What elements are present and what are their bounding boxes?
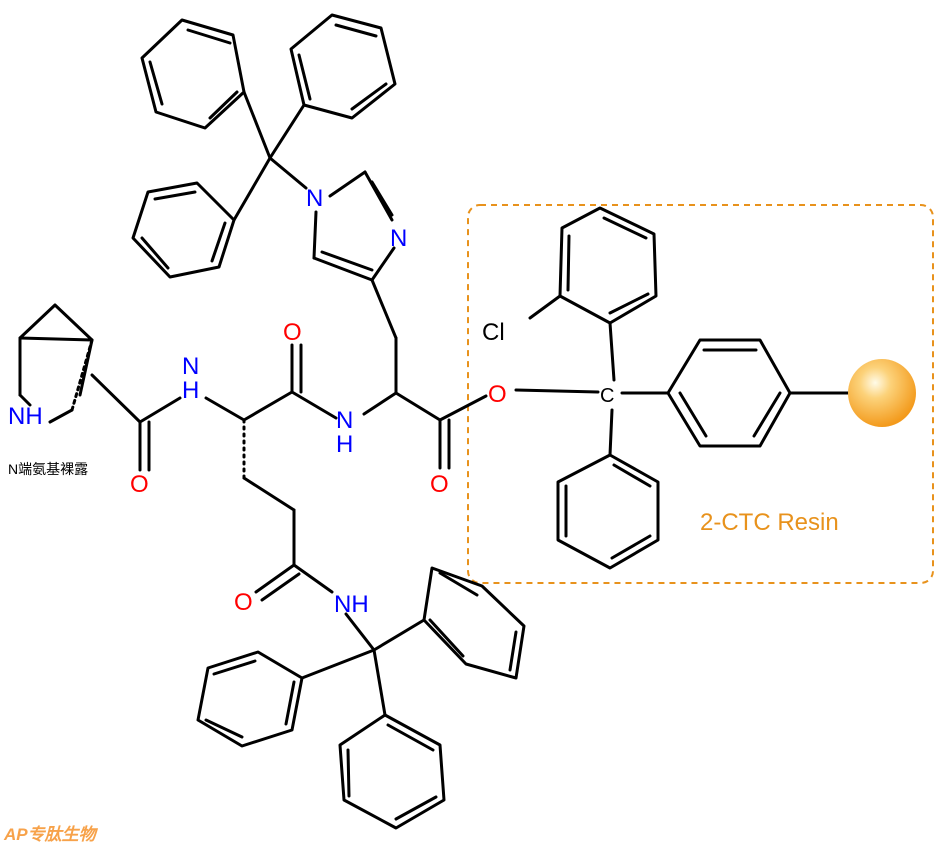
atom-o-side-carbonyl: O [234,589,253,616]
trityl-group-top [131,13,397,279]
atom-n-imidazole: N [390,225,407,252]
atom-cl: Cl [482,319,505,346]
watermark: AP专肽生物 [3,825,99,844]
atom-n-amide-2: N [336,407,353,434]
resin-box [467,204,934,584]
peptide-backbone [204,336,488,652]
atom-c-center: C [600,385,614,407]
resin-label: 2-CTC Resin [700,509,839,536]
atom-o-proline-carbonyl: O [130,471,149,498]
atom-n-trityl: N [306,185,323,212]
atom-o-his-carbonyl: O [430,471,449,498]
ctc-resin-fragment [514,206,916,570]
resin-bead [848,359,916,427]
atom-n-amide-1: N [182,353,199,380]
atom-o-gln-carbonyl: O [283,319,302,346]
atom-nh-sidechain: NH [334,591,369,618]
atom-h-amide-2: H [336,431,353,458]
atom-nh-proline: NH [8,403,43,430]
trityl-group-bottom [196,566,526,830]
proline-ring [18,303,182,472]
atom-o-ester: O [488,381,507,408]
n-terminus-note: N端氨基裸露 [8,461,88,477]
imidazole-ring [312,170,398,340]
atom-h-amide-1: H [182,377,199,404]
